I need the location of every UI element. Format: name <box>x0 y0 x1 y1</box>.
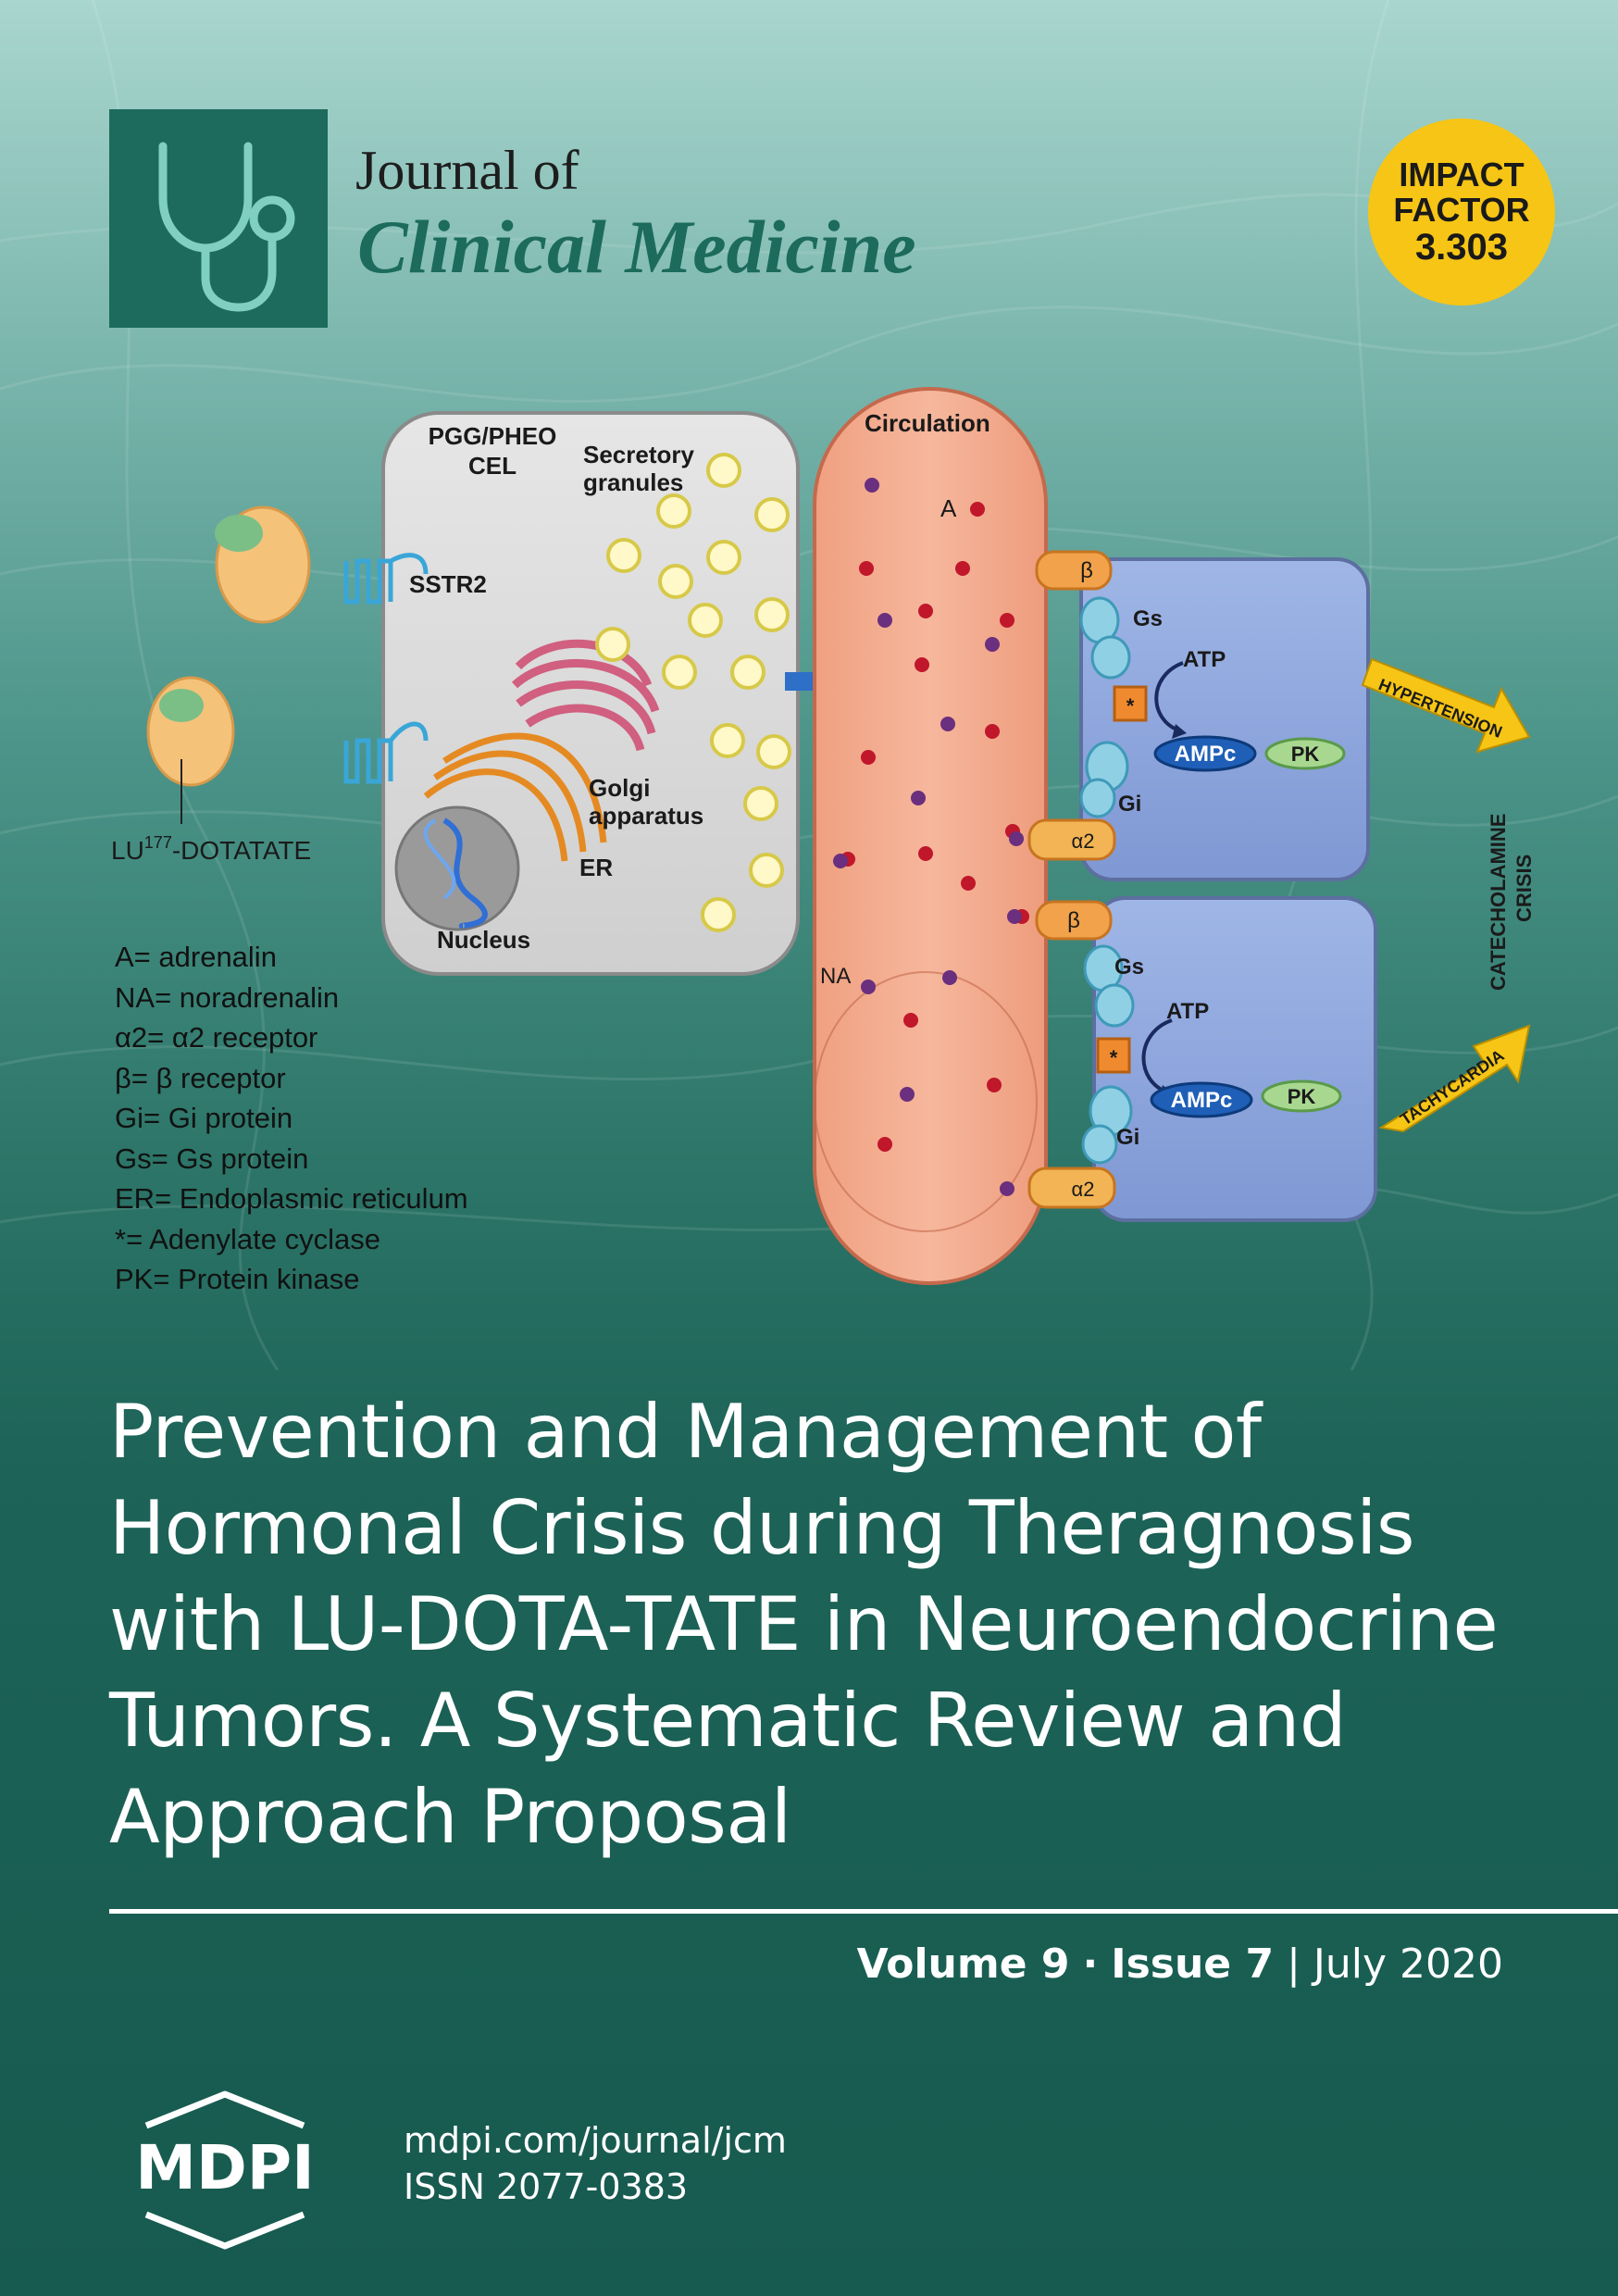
hypertension-arrow <box>1361 657 1531 754</box>
issue-dot: · <box>1082 1940 1099 1988</box>
volume-label: Volume 9 <box>856 1940 1070 1988</box>
legend-item: *= Adenylate cyclase <box>115 1222 380 1255</box>
issue-date: July 2020 <box>1313 1940 1503 1988</box>
crisis-label-line2: CRISIS <box>1512 855 1536 922</box>
journal-name-line1: Journal of <box>355 140 579 201</box>
legend-item: A= adrenalin <box>115 941 277 973</box>
receptors-upper <box>1027 550 1346 861</box>
pk-label-lower: PK <box>1288 1085 1316 1108</box>
alpha2-label-upper: α2 <box>1072 830 1095 853</box>
sstr2-label: SSTR2 <box>409 570 487 598</box>
beta-label-upper: β <box>1080 558 1093 583</box>
atp-label-lower: ATP <box>1166 999 1209 1024</box>
gs-label-upper: Gs <box>1133 606 1163 631</box>
legend-item: PK= Protein kinase <box>115 1263 360 1295</box>
target-cell-lower <box>1092 896 1377 1222</box>
nucleus-label: Nucleus <box>437 926 530 954</box>
target-cell-upper <box>1079 557 1370 881</box>
golgi-label-line1: Golgi <box>589 774 650 802</box>
adenylate-cyclase-upper: * <box>1126 694 1135 718</box>
golgi-label-line2: apparatus <box>589 802 703 830</box>
gi-label-upper: Gi <box>1118 792 1141 817</box>
nucleus-shape <box>394 805 520 931</box>
er-label: ER <box>579 854 613 881</box>
legend-item: ER= Endoplasmic reticulum <box>115 1182 468 1215</box>
divider <box>109 1909 1618 1914</box>
secretory-label-line1: Secretory <box>583 441 694 468</box>
gs-label-lower: Gs <box>1114 955 1144 980</box>
receptors-lower <box>1027 900 1342 1209</box>
title-line: Prevention and Management of <box>109 1389 1262 1475</box>
issn: ISSN 2077-0383 <box>404 2166 689 2207</box>
legend-item: β= β receptor <box>115 1061 286 1094</box>
er-shape <box>423 732 607 862</box>
mdpi-logo-text: MDPI <box>135 2132 314 2203</box>
ampc-label-upper: AMPc <box>1175 742 1237 767</box>
alpha2-label-lower: α2 <box>1072 1178 1095 1201</box>
pk-label-upper: PK <box>1291 742 1320 766</box>
cell-label-line1: PGG/PHEO <box>429 422 557 450</box>
article-title: Prevention and Management of Hormonal Cr… <box>109 1384 1590 1866</box>
noradrenalin-label: NA <box>820 964 851 989</box>
cell-label-line2: CEL <box>468 452 517 480</box>
mechanism-diagram: PGG/PHEO CEL Secretory granules SSTR2 Go… <box>111 387 1536 1285</box>
tachycardia-arrow <box>1378 1024 1531 1133</box>
title-line: Hormonal Crisis during Theragnosis <box>109 1485 1415 1571</box>
impact-factor-badge: IMPACT FACTOR 3.303 <box>1368 119 1555 306</box>
stethoscope-logo <box>109 109 328 328</box>
gi-label-lower: Gi <box>1116 1125 1139 1150</box>
legend-item: Gi= Gi protein <box>115 1102 293 1134</box>
legend-item: NA= noradrenalin <box>115 980 340 1014</box>
lu-dotatate-label: LU177-DOTATATE <box>111 833 311 865</box>
circulation-label: Circulation <box>865 409 990 437</box>
impact-factor-label2: FACTOR <box>1393 191 1530 229</box>
journal-url[interactable]: mdpi.com/journal/jcm <box>404 2120 787 2161</box>
journal-name-line2: Clinical Medicine <box>357 205 916 289</box>
legend-item: Gs= Gs protein <box>115 1142 309 1175</box>
catecholamine-molecules <box>833 478 1029 1196</box>
sstr2-receptors <box>343 553 429 784</box>
issue-separator: | <box>1287 1940 1301 1988</box>
secretory-granules <box>595 453 791 932</box>
ampc-label-lower: AMPc <box>1171 1088 1233 1113</box>
title-line: with LU-DOTA-TATE in Neuroendocrine <box>109 1581 1499 1667</box>
mdpi-logo: MDPI <box>135 2090 315 2250</box>
secretory-label-line2: granules <box>583 468 683 496</box>
tachycardia-label: TACHYCARDIA <box>1397 1046 1508 1129</box>
issue-label: Issue 7 <box>1111 1940 1275 1988</box>
adenylate-cyclase-lower: * <box>1110 1046 1118 1069</box>
lu-dotatate-molecule <box>146 505 311 824</box>
issue-info: Volume 9 · Issue 7 | July 2020 <box>857 1940 1503 1988</box>
abbreviation-legend: A= adrenalin NA= noradrenalin α2= α2 rec… <box>115 937 468 1300</box>
impact-factor-value: 3.303 <box>1414 226 1509 268</box>
atp-label-upper: ATP <box>1183 647 1226 672</box>
stethoscope-icon <box>158 142 295 312</box>
golgi-shape <box>511 639 660 752</box>
legend-item: α2= α2 receptor <box>115 1021 318 1054</box>
crisis-label-line1: CATECHOLAMINE <box>1487 814 1510 991</box>
title-line: Approach Proposal <box>109 1774 791 1860</box>
beta-label-lower: β <box>1067 908 1080 933</box>
title-line: Tumors. A Systematic Review and <box>109 1678 1347 1764</box>
adrenalin-label: A <box>940 494 957 522</box>
impact-factor-label1: IMPACT <box>1399 156 1525 194</box>
